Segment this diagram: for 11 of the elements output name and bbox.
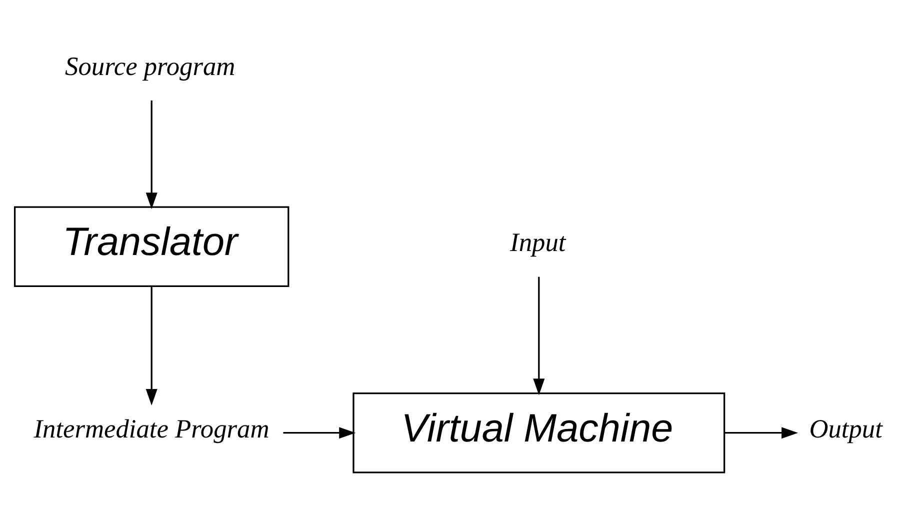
node-box: Translator — [14, 206, 290, 286]
arrow — [146, 286, 158, 406]
arrow — [724, 426, 798, 438]
arrow — [146, 100, 158, 209]
node-box: Virtual Machine — [352, 392, 726, 473]
arrow — [283, 426, 356, 438]
node-text: Source program — [65, 51, 236, 80]
node-text: Input — [510, 228, 566, 257]
node-text: Intermediate Program — [34, 414, 270, 443]
arrow — [533, 276, 545, 395]
node-text: Output — [809, 414, 882, 443]
